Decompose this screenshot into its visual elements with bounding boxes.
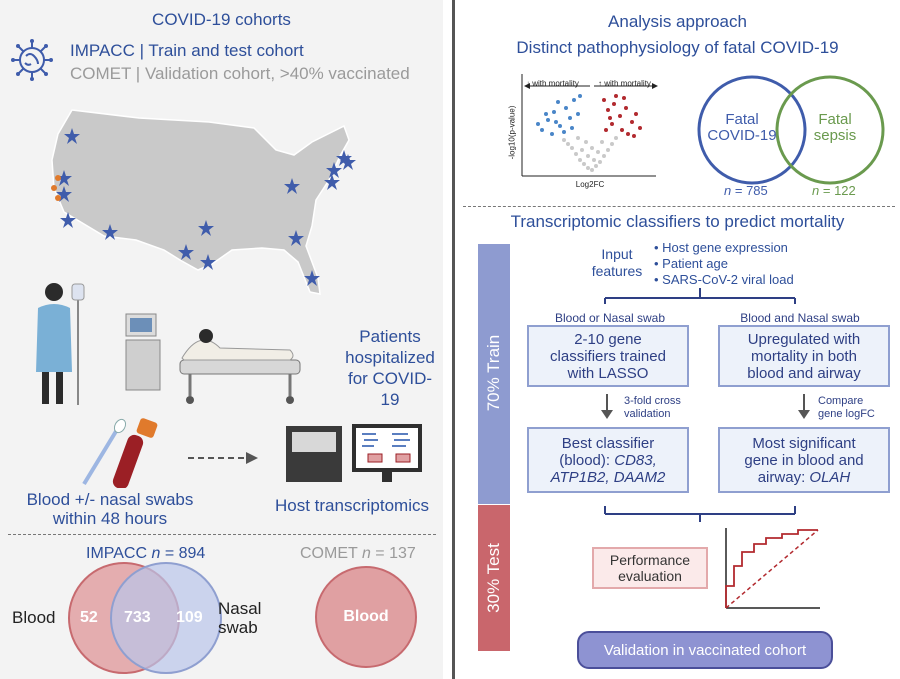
venn-blood-only: 52 <box>80 609 98 626</box>
venn-area-left <box>68 562 417 674</box>
feature-list: • Host gene expression • Patient age • S… <box>654 240 794 288</box>
right-dashed-divider <box>463 206 895 207</box>
fatal-sepsis-n: n = 122 <box>812 183 856 198</box>
virus-icon <box>11 39 53 81</box>
comet-n-label: COMET n = 137 <box>300 545 416 562</box>
volcano-right-arrow-label: ↑ with mortality <box>598 79 651 88</box>
branch-left-label: Blood or Nasal swab <box>554 311 666 325</box>
cohorts-title: COVID-19 cohorts <box>152 10 291 29</box>
down-arrow-right <box>798 394 810 419</box>
analysis-subtitle: Distinct pathophysiology of fatal COVID-… <box>516 38 839 57</box>
impacc-cohort-line: IMPACC | Train and test cohort <box>70 41 304 60</box>
flow-connectors <box>604 288 796 522</box>
analysis-title: Analysis approach <box>608 12 747 31</box>
panel-divider <box>452 0 455 679</box>
blood-swab-label: Blood +/- nasal swabs within 48 hours <box>26 490 194 528</box>
venn-blood-label: Blood <box>12 608 56 627</box>
feature-item: • Host gene expression <box>654 240 788 255</box>
feature-item: • Patient age <box>654 256 728 271</box>
volcano-ylabel: -log10(p-value) <box>507 105 517 160</box>
left-dashed-divider <box>8 534 436 535</box>
fatal-covid-n: n = 785 <box>724 183 768 198</box>
venn-both: 733 <box>124 609 151 626</box>
best-classifier-box: Best classifier (blood): CD83, ATP1B2, D… <box>527 427 689 493</box>
feature-item: • SARS-CoV-2 viral load <box>654 272 794 287</box>
comet-circle-label: Blood <box>343 608 389 625</box>
us-map <box>51 109 356 295</box>
input-features-label: Input features <box>591 246 643 279</box>
swab-tube-icon <box>82 418 158 488</box>
classifier-section-title: Transcriptomic classifiers to predict mo… <box>510 212 845 231</box>
volcano-xlabel: Log2FC <box>575 180 605 189</box>
test-label: 30% Test <box>484 543 503 613</box>
test-bar <box>478 505 510 651</box>
sequencer-icon <box>286 424 422 482</box>
host-transcriptomics-label: Host transcriptomics <box>275 496 429 515</box>
hospital-bed-icon <box>125 313 301 404</box>
comet-blood-circle <box>315 566 417 668</box>
roc-curve <box>725 528 820 609</box>
comet-cohort-line: COMET | Validation cohort, >40% vaccinat… <box>70 64 410 83</box>
dashed-arrow <box>188 452 258 464</box>
impacc-n-label: IMPACC n = 894 <box>86 545 206 562</box>
nasal-venn-circle <box>110 562 222 674</box>
most-significant-box: Most significant gene in blood and airwa… <box>718 427 890 493</box>
fatal-venn <box>697 75 885 185</box>
fatal-sepsis-label: Fatal sepsis <box>813 111 857 144</box>
fatal-covid-label: Fatal COVID-19 <box>707 111 777 144</box>
train-bar <box>478 244 510 504</box>
validation-pill: Validation in vaccinated cohort <box>577 631 833 669</box>
train-label: 70% Train <box>484 334 503 412</box>
branch-right-label: Blood and Nasal swab <box>740 311 860 325</box>
down-arrow-left <box>601 394 613 419</box>
volcano-left-arrow-label: ↓ with mortality <box>526 79 579 88</box>
venn-nasal-label: Nasal swab <box>218 599 262 637</box>
venn-nasal-only: 109 <box>176 609 203 626</box>
patient-icon <box>36 283 85 405</box>
patients-label: Patients hospitalized for COVID-19 <box>345 327 435 409</box>
volcano-plot <box>521 74 658 177</box>
